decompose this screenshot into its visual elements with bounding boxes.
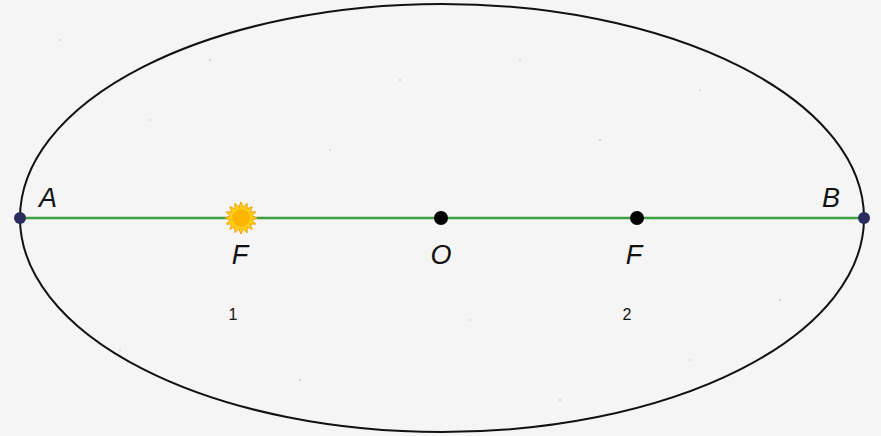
focus-label: F	[626, 242, 643, 269]
focus-label: F	[232, 242, 249, 269]
sun-core	[232, 209, 250, 227]
center-point	[434, 211, 448, 225]
point-a	[14, 212, 26, 224]
sun-rays	[225, 202, 257, 234]
center-label: O	[430, 242, 451, 269]
point-b	[858, 212, 870, 224]
focus-point	[630, 211, 644, 225]
point-label: B	[822, 185, 840, 212]
point-label: A	[39, 185, 57, 212]
orbit-ellipse	[20, 4, 864, 432]
subscript-number: 1	[229, 307, 238, 323]
sun-symbol	[225, 202, 257, 234]
star-dots	[59, 39, 841, 402]
subscript-number: 2	[623, 307, 632, 323]
